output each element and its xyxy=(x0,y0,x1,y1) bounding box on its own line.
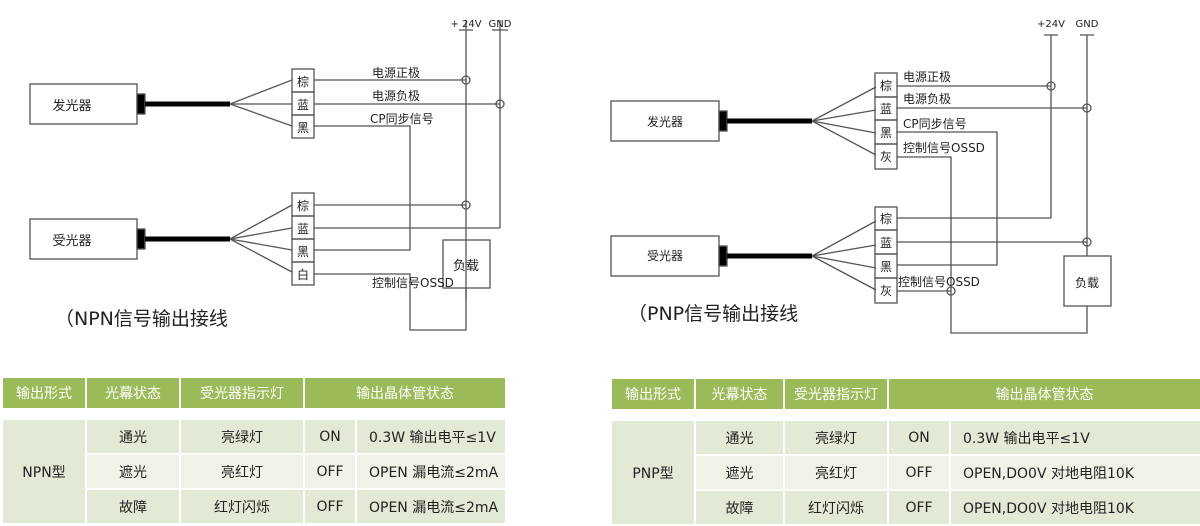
npn-emitter-plug xyxy=(136,93,146,115)
table-cell: 亮绿灯 xyxy=(785,421,887,454)
table-cell: OFF xyxy=(305,490,355,523)
npn-type-cell: NPN型 xyxy=(3,420,85,523)
header-indicator: 受光器指示灯 xyxy=(785,379,887,409)
pnp-label-ossd: 控制信号OSSD xyxy=(903,141,985,155)
pnp-24v-label: +24V xyxy=(1037,19,1065,30)
table-cell: OPEN 漏电流≤2mA xyxy=(357,490,505,523)
pnp-receiver-label: 受光器 xyxy=(647,249,683,263)
pnp-rx-wire-blue: 蓝 xyxy=(880,236,892,250)
pnp-emitter-label: 发光器 xyxy=(647,114,683,129)
npn-caption: （NPN信号输出接线 xyxy=(55,308,228,330)
npn-24v-label: + 24V xyxy=(450,19,481,30)
table-cell: 亮红灯 xyxy=(181,455,303,488)
header-curtain-state: 光幕状态 xyxy=(696,379,783,409)
npn-supply-rails xyxy=(465,20,501,300)
table-cell: 通光 xyxy=(87,420,179,453)
pnp-wire-gray: 灰 xyxy=(880,150,892,164)
table-cell: OFF xyxy=(889,491,949,524)
pnp-rx-wire-black: 黑 xyxy=(880,260,892,274)
npn-emitter-label: 发光器 xyxy=(52,98,91,114)
header-transistor-state: 输出晶体管状态 xyxy=(889,379,1200,409)
table-cell: ON xyxy=(305,420,355,453)
header-output-type: 输出形式 xyxy=(3,378,85,408)
header-indicator: 受光器指示灯 xyxy=(181,378,303,408)
pnp-rx-wire-gray: 灰 xyxy=(880,284,892,298)
npn-rx-wire-black: 黑 xyxy=(297,245,309,259)
npn-wire-brown: 棕 xyxy=(297,74,309,89)
table-cell: 红灯闪烁 xyxy=(181,490,303,523)
pnp-label-vplus: 电源正极 xyxy=(903,70,951,84)
npn-receiver-plug xyxy=(136,228,146,250)
table-cell: 故障 xyxy=(696,491,783,524)
table-cell: 遮光 xyxy=(87,455,179,488)
npn-diagram: 发光器 受光器 负载 + 24V GND 棕 蓝 黑 棕 蓝 黑 白 电源正极 … xyxy=(29,19,512,331)
npn-gnd-label: GND xyxy=(489,19,512,30)
pnp-type-cell: PNP型 xyxy=(612,421,694,524)
pnp-wire-brown: 棕 xyxy=(880,78,892,93)
npn-label-sync: CP同步信号 xyxy=(370,112,434,126)
header-curtain-state: 光幕状态 xyxy=(87,378,179,408)
table-cell: 遮光 xyxy=(696,456,783,489)
header-transistor-state: 输出晶体管状态 xyxy=(305,378,505,408)
table-cell: 故障 xyxy=(87,490,179,523)
table-cell: 亮绿灯 xyxy=(181,420,303,453)
table-cell: OPEN 漏电流≤2mA xyxy=(357,455,505,488)
pnp-rx-label-ossd: 控制信号OSSD xyxy=(898,275,980,289)
pnp-diagram: 发光器 受光器 负载 +24V GND 棕 蓝 黑 灰 棕 蓝 黑 灰 电源正极… xyxy=(610,19,1112,334)
npn-receiver-label: 受光器 xyxy=(52,234,91,249)
header-output-type: 输出形式 xyxy=(612,379,694,409)
wiring-diagrams: 发光器 受光器 负载 + 24V GND 棕 蓝 黑 棕 蓝 黑 白 电源正极 … xyxy=(29,19,1112,334)
npn-rx-wire-brown: 棕 xyxy=(297,198,309,213)
npn-rx-wire-white: 白 xyxy=(297,267,309,282)
table-cell: OPEN,DO0V 对地电阻10K xyxy=(951,456,1200,489)
table-cell: 0.3W 输出电平≤1V xyxy=(951,421,1200,454)
npn-wire-black: 黑 xyxy=(297,121,309,135)
table-cell: OFF xyxy=(305,455,355,488)
npn-load-label: 负载 xyxy=(453,259,479,274)
npn-load-box xyxy=(442,239,491,289)
pnp-rx-wire-brown: 棕 xyxy=(880,211,892,226)
pnp-label-sync: CP同步信号 xyxy=(903,117,967,131)
npn-wire-blue: 蓝 xyxy=(297,98,309,112)
npn-label-vplus: 电源正极 xyxy=(372,66,420,80)
table-cell: OPEN,DO0V 对地电阻10K xyxy=(951,491,1200,524)
table-cell: 亮红灯 xyxy=(785,456,887,489)
pnp-load-label: 负载 xyxy=(1075,276,1099,290)
pnp-gnd-label: GND xyxy=(1076,19,1099,30)
table-cell: 通光 xyxy=(696,421,783,454)
pnp-wire-blue: 蓝 xyxy=(880,102,892,116)
pnp-wire-black: 黑 xyxy=(880,126,892,140)
pnp-supply-rails xyxy=(897,35,1088,256)
table-cell: 红灯闪烁 xyxy=(785,491,887,524)
table-cell: ON xyxy=(889,421,949,454)
npn-rx-wire-blue: 蓝 xyxy=(297,222,309,236)
pnp-label-vminus: 电源负极 xyxy=(903,92,951,106)
table-cell: 0.3W 输出电平≤1V xyxy=(357,420,505,453)
pnp-caption: （PNP信号输出接线 xyxy=(628,303,798,325)
npn-label-vminus: 电源负极 xyxy=(372,89,420,103)
table-cell: OFF xyxy=(889,456,949,489)
npn-label-ossd: 控制信号OSSD xyxy=(372,276,454,290)
